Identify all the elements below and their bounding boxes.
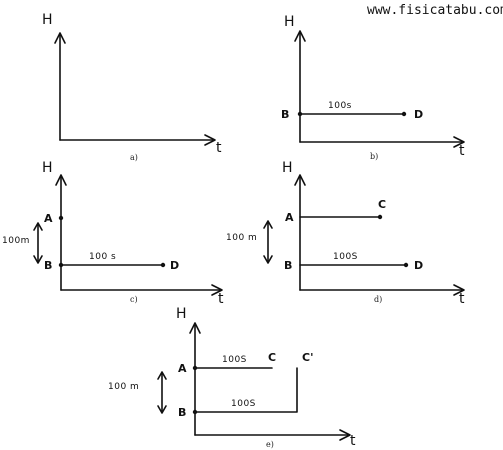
panel-d-point-c-dot — [377, 214, 383, 220]
panel-b-caption: b) — [370, 152, 378, 161]
panel-e-point-b-label: B — [178, 406, 186, 419]
panel-e-point-c-prime-label: C' — [302, 351, 313, 364]
panel-c-height-label: 100m — [2, 236, 30, 246]
panel-b-point-b-label: B — [281, 108, 289, 121]
panel-c-point-d-label: D — [170, 259, 179, 272]
panel-e-caption: e) — [266, 440, 274, 449]
panel-e: H t A B C C' 100 m 100S 100S e) — [108, 306, 356, 449]
panel-c-y-arrowhead — [55, 174, 67, 186]
watermark: www.fisicatabu.com — [367, 3, 503, 18]
panel-d: H t A B C D 100 m 100S d) — [226, 160, 465, 307]
panel-d-height-label: 100 m — [226, 233, 257, 243]
panel-d-caption: d) — [374, 295, 382, 304]
panel-d-axis-h-label: H — [282, 160, 293, 176]
panel-e-height-arrow-top — [157, 371, 167, 380]
panel-c: H t A B D 100m 100 s c) — [2, 160, 224, 307]
panel-e-axis-h-label: H — [176, 306, 187, 322]
panel-c-caption: c) — [130, 295, 138, 304]
panel-e-height-arrow-bottom — [157, 405, 167, 414]
panel-a: H t a) — [42, 12, 222, 162]
panel-d-segment-label: 100S — [333, 252, 358, 262]
panel-a-x-arrowhead — [204, 134, 216, 146]
panel-e-height-label: 100 m — [108, 382, 139, 392]
panel-c-x-arrowhead — [211, 284, 223, 296]
panel-e-lower-segment-label: 100S — [231, 399, 256, 409]
panel-b-point-b-dot — [297, 111, 303, 117]
panel-d-x-arrowhead — [453, 284, 465, 296]
panel-a-caption: a) — [130, 153, 138, 162]
panel-c-point-a-dot — [58, 215, 64, 221]
panel-e-point-a-dot — [192, 365, 198, 371]
panel-d-point-d-dot — [403, 262, 409, 268]
panel-d-height-arrow-bottom — [263, 255, 273, 264]
panel-e-y-arrowhead — [189, 322, 201, 334]
panel-e-x-arrowhead — [339, 429, 351, 441]
panel-a-axis-t-label: t — [216, 140, 222, 156]
panel-a-axis-h-label: H — [42, 12, 53, 28]
panel-e-point-c-label: C — [268, 351, 276, 364]
panel-e-segment-b-c-prime — [194, 367, 298, 413]
panel-c-point-d-dot — [160, 262, 166, 268]
panel-a-y-arrowhead — [54, 32, 66, 44]
panel-d-height-arrow-top — [263, 220, 273, 229]
panel-e-point-b-dot — [192, 409, 198, 415]
panel-b-point-d-dot — [401, 111, 407, 117]
panel-c-point-b-label: B — [44, 259, 52, 272]
panel-d-point-a-label: A — [285, 211, 294, 224]
panel-d-point-c-label: C — [378, 198, 386, 211]
panel-b-segment-label: 100s — [328, 101, 352, 111]
panel-d-point-b-label: B — [284, 259, 292, 272]
panel-c-height-arrow-bottom — [33, 255, 43, 264]
panel-d-y-arrowhead — [294, 174, 306, 186]
panel-e-point-a-label: A — [178, 362, 187, 375]
panel-c-point-b-dot — [58, 262, 64, 268]
panel-b-axis-t-label: t — [459, 143, 465, 159]
panel-c-axis-t-label: t — [218, 291, 224, 307]
panel-e-upper-segment-label: 100S — [222, 355, 247, 365]
panel-b-point-d-label: D — [414, 108, 423, 121]
panel-c-segment-label: 100 s — [89, 252, 116, 262]
panel-b-x-arrowhead — [453, 136, 465, 148]
panel-b-axis-h-label: H — [284, 14, 295, 30]
panel-c-point-a-label: A — [44, 212, 53, 225]
panel-e-axis-t-label: t — [350, 433, 356, 449]
panel-c-axis-h-label: H — [42, 160, 53, 176]
panel-d-axis-t-label: t — [459, 291, 465, 307]
panel-c-height-arrow-top — [33, 222, 43, 231]
panel-b: H t B D 100s b) — [281, 14, 465, 161]
panel-d-point-d-label: D — [414, 259, 423, 272]
panel-b-y-arrowhead — [294, 30, 306, 42]
